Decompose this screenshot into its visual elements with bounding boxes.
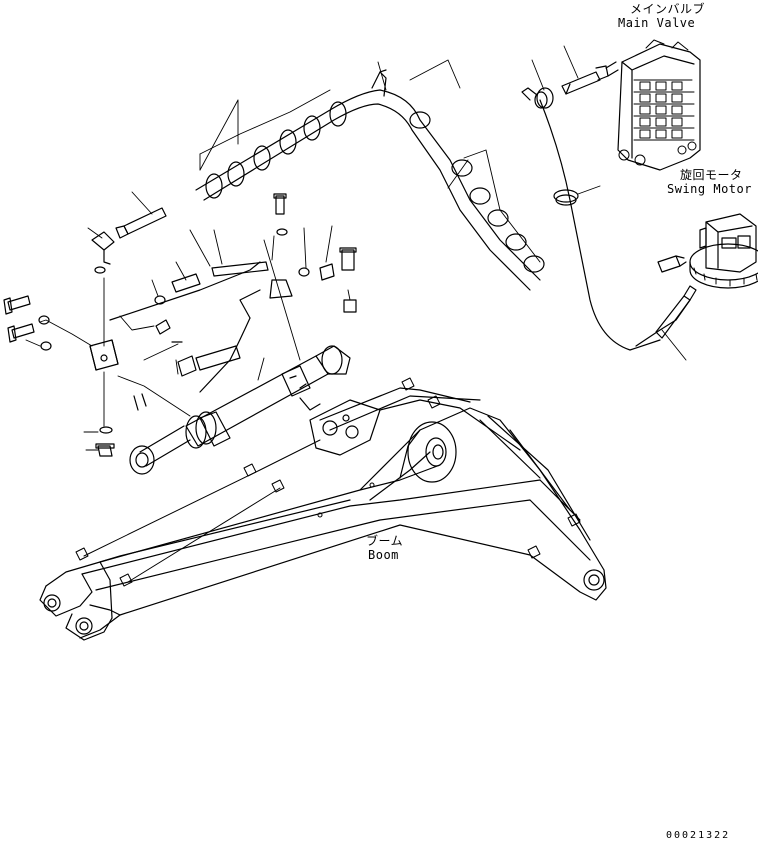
boom-label-jp: ブーム (366, 534, 404, 548)
swing-motor-label-en: Swing Motor (667, 182, 752, 196)
boom-label-en: Boom (368, 548, 399, 562)
main-valve-fittings (521, 61, 619, 109)
swing-motor-illustration (657, 213, 758, 289)
boom-structure (39, 377, 607, 641)
small-parts (3, 193, 357, 457)
drawing-code: 00021322 (666, 830, 731, 841)
hose-assembly (109, 69, 697, 393)
main-valve-label-en: Main Valve (618, 16, 696, 30)
leader-lines (25, 45, 687, 451)
main-valve-label-jp: メインバルブ (630, 2, 706, 16)
boom-cylinder (129, 345, 351, 475)
swing-motor-label-jp: 旋回モータ (680, 168, 743, 182)
main-valve-illustration (617, 39, 701, 171)
